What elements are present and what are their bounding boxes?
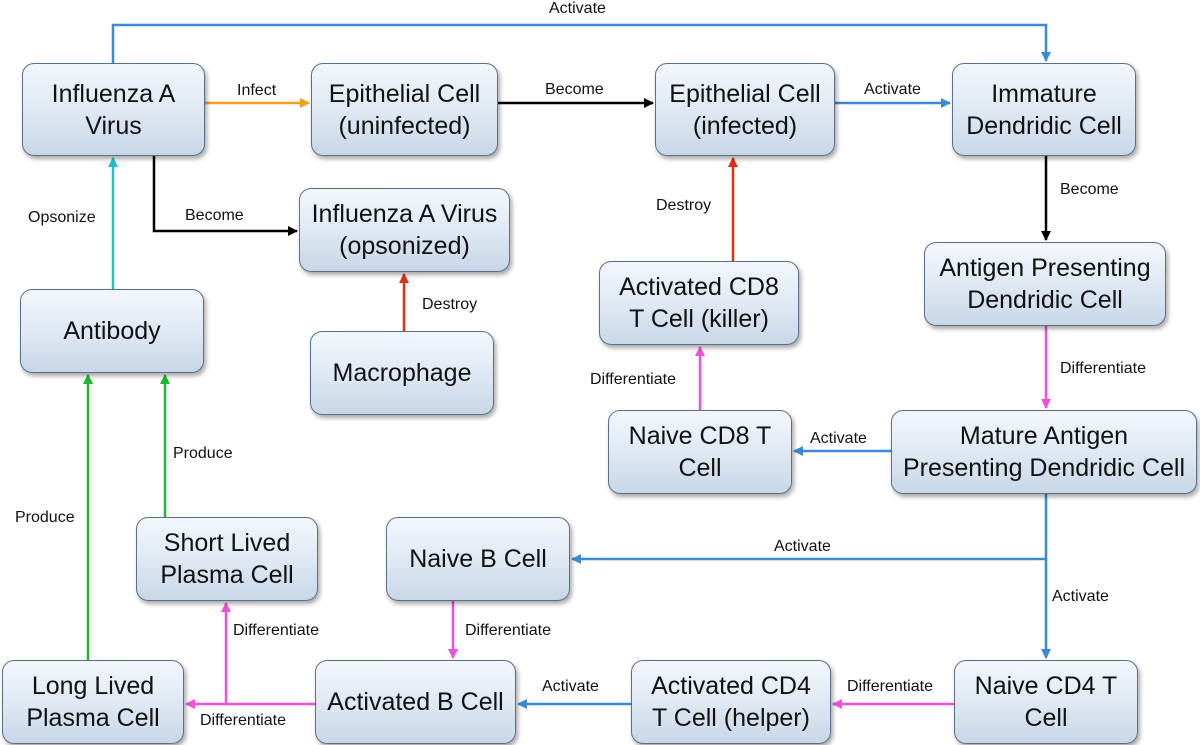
edge-label-activate: Activate: [549, 0, 606, 17]
edge-label-become: Become: [1060, 181, 1119, 198]
edge-activatedb-differentiate-short: [221, 602, 315, 706]
node-influenza-virus: Influenza A Virus: [22, 63, 205, 156]
edge-label-destroy: Destroy: [422, 296, 478, 313]
node-label-line: Influenza A Virus: [311, 200, 498, 228]
node-label-line: Naive B Cell: [409, 545, 547, 573]
node-label-line: Presenting Dendridic Cell: [902, 454, 1186, 482]
node-label-line: Cell: [1024, 704, 1068, 732]
edge-label-activate: Activate: [542, 678, 599, 695]
node-label-line: Plasma Cell: [26, 704, 160, 732]
node-naive-cd8: Naive CD8 T Cell: [608, 410, 792, 494]
edge-virus-become-opsonized: [152, 156, 298, 236]
node-label-line: Epithelial Cell: [669, 79, 821, 108]
node-label-line: (uninfected): [338, 111, 471, 140]
node-activated-b: Activated B Cell: [315, 660, 516, 744]
node-label-line: Naive CD4 T: [974, 672, 1118, 700]
node-label-line: Dendridic Cell: [967, 286, 1123, 314]
node-label-line: Activated CD4: [651, 672, 811, 700]
edge-label-activate: Activate: [810, 430, 867, 447]
node-activated-cd8: Activated CD8 T Cell (killer): [599, 261, 799, 345]
node-label-line: Dendridic Cell: [966, 111, 1122, 140]
node-label-line: Immature: [991, 79, 1097, 108]
edge-label-destroy: Destroy: [656, 197, 712, 214]
node-label-line: Activated B Cell: [327, 688, 504, 716]
node-naive-cd4: Naive CD4 T Cell: [954, 660, 1138, 744]
node-label-line: Long Lived: [31, 672, 155, 700]
node-label-line: Antibody: [63, 317, 161, 345]
node-label-line: Naive CD8 T: [628, 422, 772, 450]
node-naive-b: Naive B Cell: [386, 517, 570, 601]
edge-label-become: Become: [545, 81, 604, 98]
edge-label-produce: Produce: [173, 445, 233, 462]
edge-virus-activate-immature: [111, 23, 1051, 63]
node-label-line: T Cell (killer): [629, 305, 769, 333]
node-antibody: Antibody: [20, 289, 204, 373]
node-label-line: Influenza A: [51, 79, 176, 108]
node-label-line: Epithelial Cell: [328, 79, 481, 108]
edge-label-differentiate: Differentiate: [590, 371, 676, 388]
edge-label-become: Become: [185, 207, 244, 224]
edge-label-infect: Infect: [237, 82, 277, 99]
node-label-line: Virus: [85, 111, 142, 140]
node-activated-cd4: Activated CD4 T Cell (helper): [631, 660, 831, 744]
edge-label-differentiate: Differentiate: [200, 712, 286, 729]
node-epithelial-infected: Epithelial Cell (infected): [655, 63, 835, 156]
edge-label-differentiate: Differentiate: [847, 678, 933, 695]
node-epithelial-uninfected: Epithelial Cell (uninfected): [311, 63, 498, 156]
edge-label-produce: Produce: [15, 509, 75, 526]
edge-label-activate: Activate: [864, 81, 921, 98]
node-label-line: (opsonized): [339, 232, 470, 260]
node-label-line: Mature Antigen: [959, 422, 1129, 450]
edge-label-activate: Activate: [774, 538, 831, 555]
node-label-line: (infected): [692, 111, 798, 140]
edge-label-differentiate: Differentiate: [465, 622, 551, 639]
edge-label-differentiate: Differentiate: [233, 622, 319, 639]
edge-label-opsonize: Opsonize: [28, 209, 96, 226]
node-label-line: Activated CD8: [619, 273, 779, 301]
node-macrophage: Macrophage: [310, 331, 494, 415]
node-label-line: Short Lived: [163, 529, 291, 557]
edge-label-differentiate: Differentiate: [1060, 360, 1146, 377]
node-label-line: Plasma Cell: [160, 561, 294, 589]
node-label-line: T Cell (helper): [652, 704, 810, 732]
node-opsonized-virus: Influenza A Virus (opsonized): [299, 188, 510, 272]
node-label-line: Macrophage: [332, 359, 472, 387]
node-label-line: Antigen Presenting: [939, 254, 1151, 282]
node-label-line: Cell: [678, 454, 722, 482]
edge-label-activate: Activate: [1052, 588, 1109, 605]
